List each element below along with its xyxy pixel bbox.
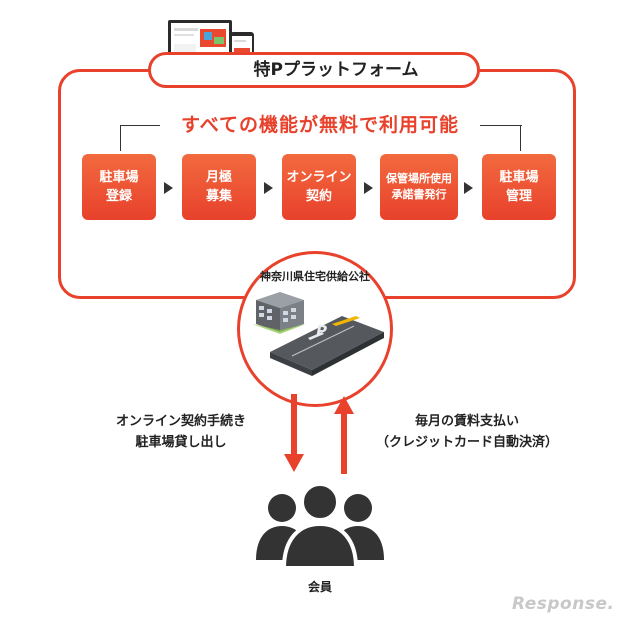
left-caption-line1: オンライン契約手続き [115, 414, 246, 429]
right-caption: 毎月の賃料支払い （クレジットカード自動決済） [362, 412, 572, 454]
members-group-icon [256, 482, 384, 570]
apartment-building-icon [252, 292, 306, 334]
arrow-down-icon [284, 394, 304, 472]
right-caption-line1: 毎月の賃料支払い [414, 414, 519, 429]
bracket-right-line [520, 125, 521, 151]
step-online-contract: オンライン 契約 [282, 154, 356, 220]
free-banner: すべての機能が無料で利用可能 [160, 110, 480, 140]
arrow-right-icon [464, 182, 473, 194]
title-pill [148, 52, 480, 88]
arrow-right-icon [364, 182, 373, 194]
response-logo: Response. [512, 594, 615, 614]
step-parking-register: 駐車場 登録 [82, 154, 156, 220]
right-caption-line2: （クレジットカード自動決済） [375, 434, 558, 450]
parking-lot-icon [270, 316, 384, 376]
left-caption: オンライン契約手続き 駐車場貸し出し [86, 412, 276, 454]
bracket-left-line [120, 125, 121, 151]
left-caption-line2: 駐車場貸し出し [135, 434, 227, 450]
arrow-up-icon [334, 396, 354, 474]
owner-name: 神奈川県住宅供給公社 [260, 270, 370, 283]
members-label: 会員 [307, 580, 332, 594]
arrow-right-icon [264, 182, 273, 194]
step-certificate-issue: 保管場所使用 承諾書発行 [380, 154, 458, 220]
platform-title: 特Pプラットフォーム [253, 60, 419, 80]
arrow-right-icon [164, 182, 173, 194]
step-monthly-recruit: 月極 募集 [182, 154, 256, 220]
flow-arrows [284, 394, 354, 474]
step-parking-management: 駐車場 管理 [482, 154, 556, 220]
